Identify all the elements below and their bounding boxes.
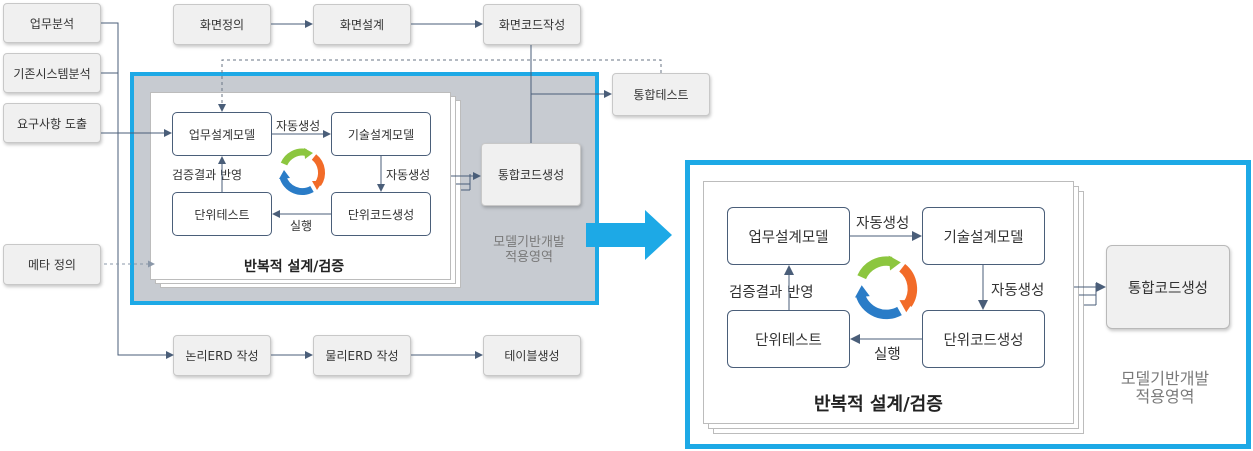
analysis-bracket-line bbox=[101, 22, 174, 359]
legacy-analysis-box: 기존시스템분석 bbox=[3, 53, 101, 93]
unit-code-box-zoom: 단위코드생성 bbox=[922, 310, 1045, 368]
execute-label: 실행 bbox=[290, 219, 313, 233]
area-label: 모델기반개발 적용영역 bbox=[470, 235, 588, 266]
business-analysis-label: 업무분석 bbox=[29, 16, 75, 31]
requirements-label: 요구사항 도출 bbox=[16, 116, 88, 131]
unit-code-box: 단위코드생성 bbox=[331, 192, 431, 236]
screen-design-label: 화면설계 bbox=[339, 18, 385, 32]
area-label-zoom-line-1: 모델기반개발 bbox=[1120, 369, 1210, 388]
area-label-line-1: 모델기반개발 bbox=[493, 235, 565, 250]
cycle-ring-icon-zoom bbox=[854, 255, 918, 320]
unit-test-box: 단위테스트 bbox=[172, 192, 272, 236]
screen-definition-label: 화면정의 bbox=[199, 18, 245, 32]
physical-erd-label: 물리ERD 작성 bbox=[325, 349, 399, 363]
screen-code-box: 화면코드작성 bbox=[483, 4, 581, 45]
physical-erd-box: 물리ERD 작성 bbox=[313, 335, 411, 376]
integrated-code-label: 통합코드생성 bbox=[497, 168, 565, 182]
logical-erd-label: 논리ERD 작성 bbox=[185, 349, 259, 363]
area-label-line-2: 적용영역 bbox=[505, 249, 553, 265]
requirements-box: 요구사항 도출 bbox=[3, 103, 101, 143]
business-analysis-box: 업무분석 bbox=[3, 3, 101, 43]
screen-code-label: 화면코드작성 bbox=[498, 18, 566, 32]
sheets-to-integrated-line-zoom bbox=[1074, 283, 1105, 306]
tech-model-box: 기술설계모델 bbox=[331, 112, 431, 156]
integrated-code-label-zoom: 통합코드생성 bbox=[1127, 280, 1209, 297]
legacy-analysis-label: 기존시스템분석 bbox=[13, 66, 91, 81]
integration-test-box: 통합테스트 bbox=[612, 73, 710, 116]
business-model-box: 업무설계모델 bbox=[172, 112, 272, 156]
auto-gen-label-zoom-1: 자동생성 bbox=[856, 216, 910, 232]
auto-gen-label-zoom-2: 자동생성 bbox=[991, 283, 1045, 299]
unit-test-box-zoom: 단위테스트 bbox=[727, 310, 850, 368]
business-model-label: 업무설계모델 bbox=[188, 127, 256, 142]
cycle-ring-icon bbox=[279, 148, 325, 196]
integration-feedback-dashed-line bbox=[218, 59, 662, 112]
table-creation-label: 테이블생성 bbox=[504, 349, 560, 363]
auto-gen-label-2: 자동생성 bbox=[386, 168, 431, 182]
business-model-label-zoom: 업무설계모델 bbox=[748, 229, 829, 246]
integration-test-label: 통합테스트 bbox=[633, 88, 689, 102]
tech-model-label: 기술설계모델 bbox=[347, 127, 415, 142]
unit-code-label: 단위코드생성 bbox=[347, 207, 415, 222]
table-creation-box: 테이블생성 bbox=[483, 335, 581, 376]
zoom-arrow bbox=[586, 210, 672, 260]
feedback-label-zoom: 검증결과 반영 bbox=[729, 285, 814, 301]
tech-model-box-zoom: 기술설계모델 bbox=[922, 207, 1045, 265]
sheets-to-integrated-line bbox=[451, 174, 480, 191]
meta-definition-box: 메타 정의 bbox=[3, 244, 101, 285]
integrated-code-box-zoom: 통합코드생성 bbox=[1106, 245, 1230, 329]
integrated-code-box: 통합코드생성 bbox=[481, 143, 581, 206]
meta-definition-label: 메타 정의 bbox=[28, 258, 76, 272]
unit-test-label: 단위테스트 bbox=[194, 207, 250, 222]
logical-erd-box: 논리ERD 작성 bbox=[173, 335, 271, 376]
unit-test-label-zoom: 단위테스트 bbox=[755, 332, 822, 349]
feedback-label: 검증결과 반영 bbox=[172, 168, 243, 182]
cycle-title: 반복적 설계/검증 bbox=[244, 259, 345, 275]
execute-label-zoom: 실행 bbox=[874, 347, 901, 363]
screen-design-box: 화면설계 bbox=[313, 4, 411, 45]
area-label-zoom: 모델기반개발 적용영역 bbox=[1100, 369, 1230, 407]
screen-definition-box: 화면정의 bbox=[173, 4, 271, 45]
unit-code-label-zoom: 단위코드생성 bbox=[943, 332, 1024, 349]
area-label-zoom-line-2: 적용영역 bbox=[1135, 387, 1195, 407]
tech-model-label-zoom: 기술설계모델 bbox=[943, 229, 1024, 246]
cycle-title-zoom: 반복적 설계/검증 bbox=[814, 394, 943, 415]
business-model-box-zoom: 업무설계모델 bbox=[727, 207, 850, 265]
auto-gen-label-1: 자동생성 bbox=[276, 119, 321, 133]
